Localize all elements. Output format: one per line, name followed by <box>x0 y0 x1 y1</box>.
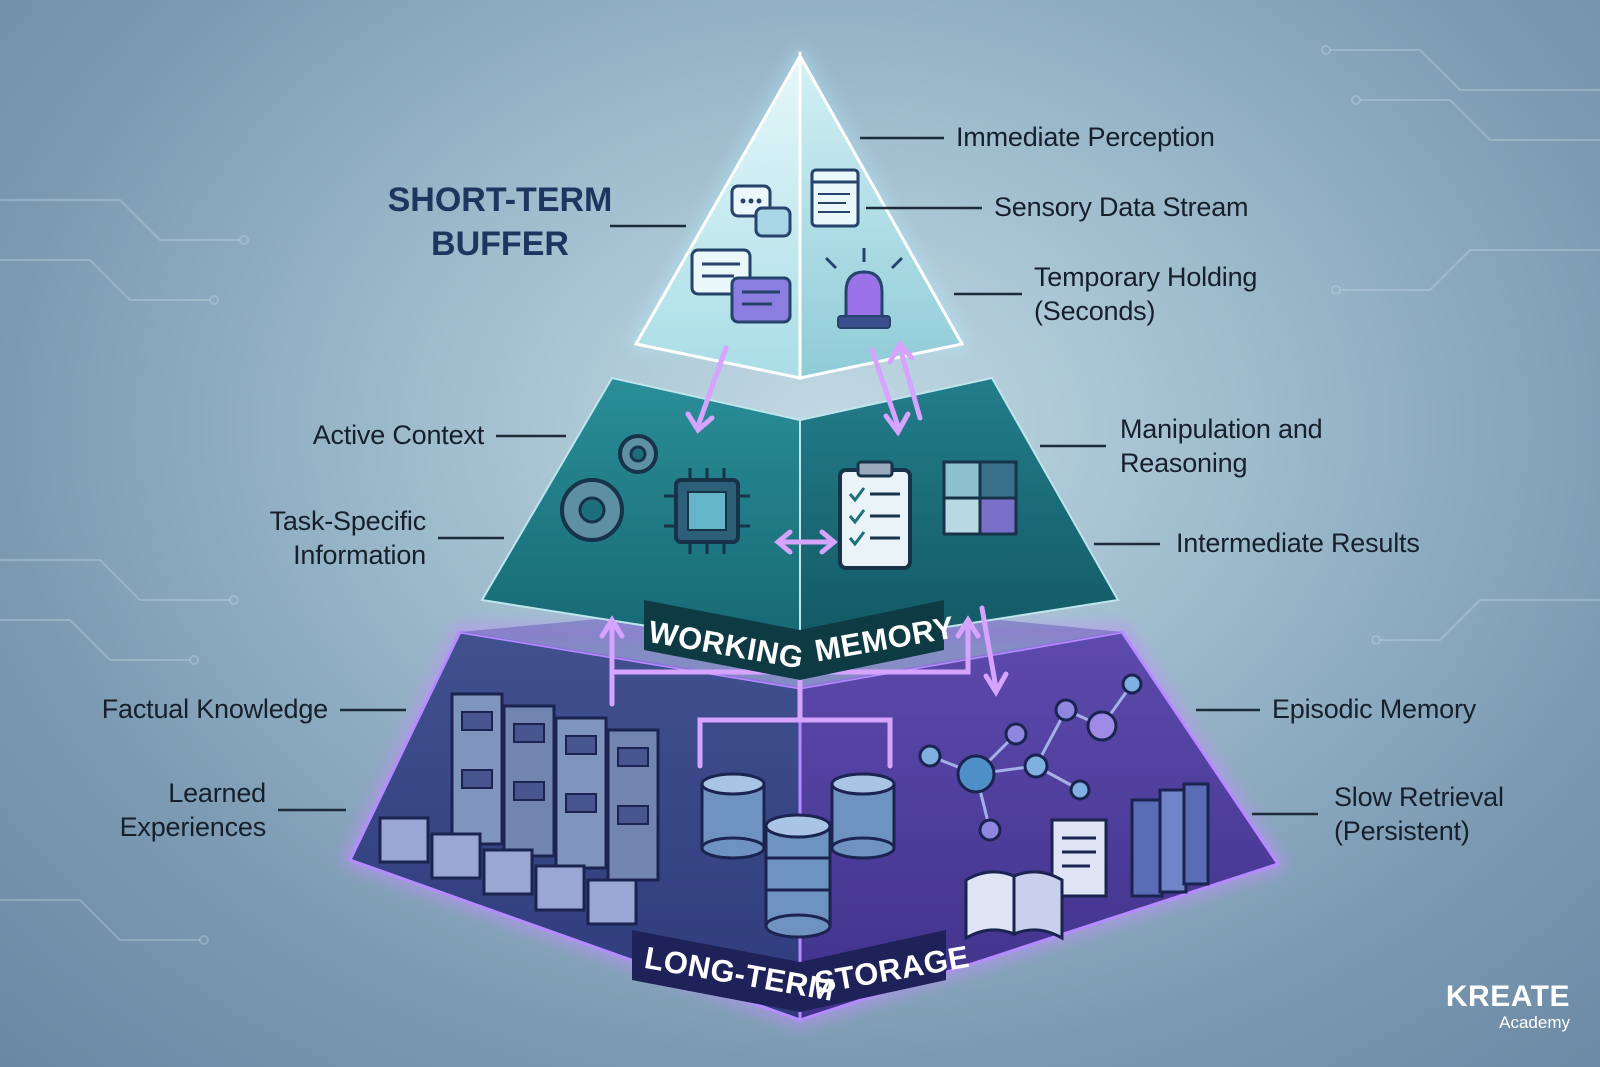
open-book-icon <box>964 870 1064 941</box>
label-manipulation-and-reasoning: Manipulation and Reasoning <box>1120 414 1323 478</box>
label-immediate-perception: Immediate Perception <box>956 122 1215 152</box>
flow-arrows <box>599 339 1009 769</box>
label-learned-experiences: Learned Experiences <box>119 778 267 842</box>
label-task-specific-information: Task-Specific Information <box>269 506 427 570</box>
document-window-icon <box>810 168 860 228</box>
clipboard-checklist-icon <box>838 460 912 570</box>
label-active-context: Active Context <box>312 420 484 450</box>
short-term-buffer-title: SHORT-TERM BUFFER <box>387 181 613 263</box>
storage-band-plate <box>800 930 946 1012</box>
label-sensory-data-stream: Sensory Data Stream <box>994 192 1249 222</box>
filing-cabinet-icon <box>378 692 660 926</box>
working-band-plate <box>644 600 800 680</box>
books-icon <box>1130 782 1210 898</box>
label-factual-knowledge: Factual Knowledge <box>101 694 328 724</box>
short-term-buffer-tier <box>633 50 965 380</box>
gears-icon <box>560 434 658 542</box>
database-icon <box>700 772 896 939</box>
memory-band-plate <box>800 600 944 680</box>
chat-bubbles-icon <box>690 184 792 324</box>
puzzle-icon <box>942 460 1018 536</box>
brand-logo: KREATE Academy <box>1446 981 1570 1033</box>
long-term-band-plate <box>632 930 800 1012</box>
leader-lines <box>278 136 1318 816</box>
brand-subtitle: Academy <box>1499 1013 1570 1032</box>
circuit-lines-decoration <box>0 45 1600 945</box>
cpu-chip-icon <box>664 468 750 554</box>
label-slow-retrieval: Slow Retrieval (Persistent) <box>1334 782 1504 846</box>
brand-name: KREATE <box>1445 980 1570 1013</box>
alarm-light-icon <box>824 248 904 329</box>
label-intermediate-results: Intermediate Results <box>1176 528 1420 558</box>
network-graph-icon <box>918 673 1143 842</box>
label-temporary-holding: Temporary Holding (Seconds) <box>1034 262 1258 326</box>
label-episodic-memory: Episodic Memory <box>1272 694 1477 724</box>
